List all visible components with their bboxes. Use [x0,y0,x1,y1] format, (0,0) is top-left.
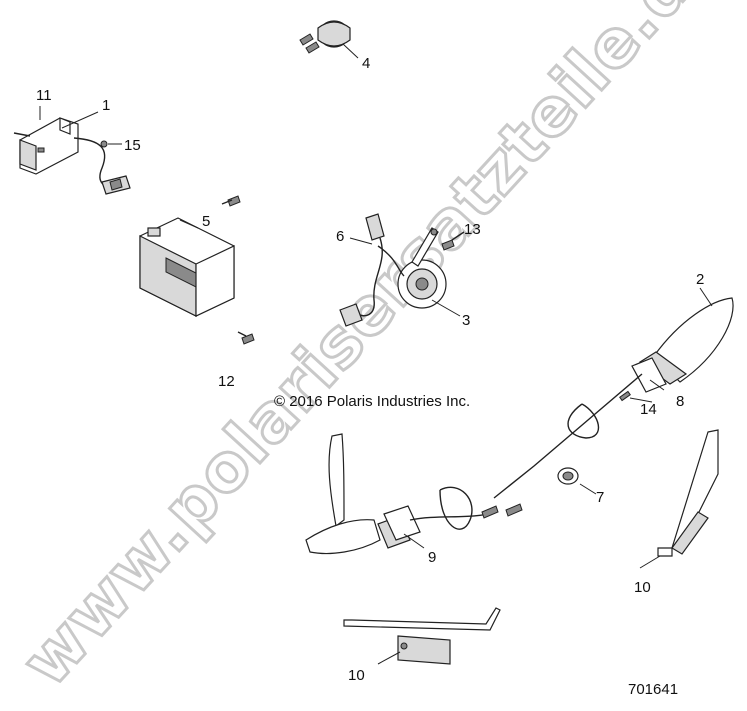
callout-15: 15 [124,137,141,154]
part-9-turn-signal-left [305,433,523,555]
callout-8: 8 [676,393,684,410]
callout-6: 6 [336,228,344,245]
callout-3: 3 [462,312,470,329]
callout-2: 2 [696,271,704,288]
callout-11: 11 [36,87,52,104]
callout-13: 13 [464,221,481,238]
callout-4: 4 [362,55,370,72]
part-2-turn-signal-right [493,287,734,499]
callout-9: 9 [428,549,436,566]
copyright-notice: © 2016 Polaris Industries Inc. [274,393,470,410]
callout-7: 7 [596,489,604,506]
part-6-horn-harness [339,213,465,327]
callout-10-bottom: 10 [348,667,365,684]
part-4-relay [299,20,359,59]
callout-5: 5 [202,213,210,230]
part-3-horn [397,227,461,317]
callout-1: 1 [102,97,110,114]
callout-14: 14 [640,401,657,418]
callout-12: 12 [218,373,235,390]
drawing-number: 701641 [628,681,678,698]
part-7-spacer [557,467,597,495]
part-10-bracket-bottom [343,607,501,665]
part-5-control-module [139,195,255,345]
part-10-bracket-right [639,429,719,569]
callout-10-right: 10 [634,579,651,596]
watermark-text: www.polarisersatzteile.de [7,0,738,701]
part-1-switch-assembly [13,106,131,195]
